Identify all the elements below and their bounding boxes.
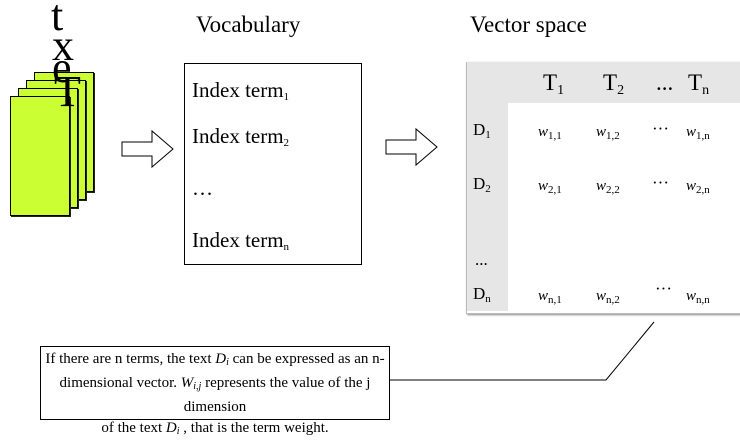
right-arrow-icon [121,129,174,169]
text-letter: e [52,43,72,92]
term-column-header: T1 [543,70,565,98]
text-letter: x [52,21,74,70]
term-weight-ellipsis: ··· [655,279,672,298]
term-weight-cell: wn,1 [538,288,562,306]
term-weight-cell: w1,2 [596,124,620,142]
term-weight-cell: wn,n [686,288,710,306]
term-column-ellipsis: ... [656,70,674,95]
term-weight-cell: w1,n [686,124,710,142]
term-weight-cell: wn,2 [596,288,620,306]
caption-line: If there are n terms, the text Di can be… [45,351,385,368]
term-weight-cell: w2,2 [596,178,620,196]
term-column-header: T2 [603,70,625,98]
term-weight-cell: w2,1 [538,178,562,196]
index-term-item: Index term1 [192,78,290,103]
term-weight-cell: w1,1 [538,124,562,142]
vocabulary-heading: Vocabulary [196,12,301,37]
vocabulary-box [184,63,362,265]
callout-connector [390,321,655,381]
vector-space-heading: Vector space [470,12,587,37]
caption-box: If there are n terms, the text Di can be… [40,346,390,437]
text-letter: T [54,67,81,116]
vector-space-matrix [466,62,740,314]
text-letter: t [51,0,64,40]
document-label-band [467,62,508,311]
right-arrow-icon [385,127,438,167]
term-header-band [467,62,740,103]
document-row-label: D2 [473,174,491,195]
term-weight-cell: w2,n [686,178,710,196]
term-column-header: Tn [688,70,710,98]
index-term-item: Index termn [192,228,290,253]
document-row-label: D1 [473,120,491,141]
caption-line: dimensional vector. Wi,j represents the … [59,375,371,415]
document-row-ellipsis: ... [475,250,488,269]
caption-line: of the text Di , that is the term weight… [101,420,329,437]
term-weight-ellipsis: ··· [652,173,669,192]
document-sheet [10,96,70,216]
index-term-ellipsis: … [192,176,213,200]
document-row-label: Dn [473,284,491,305]
index-term-item: Index term2 [192,124,290,149]
term-weight-ellipsis: ··· [652,119,669,138]
